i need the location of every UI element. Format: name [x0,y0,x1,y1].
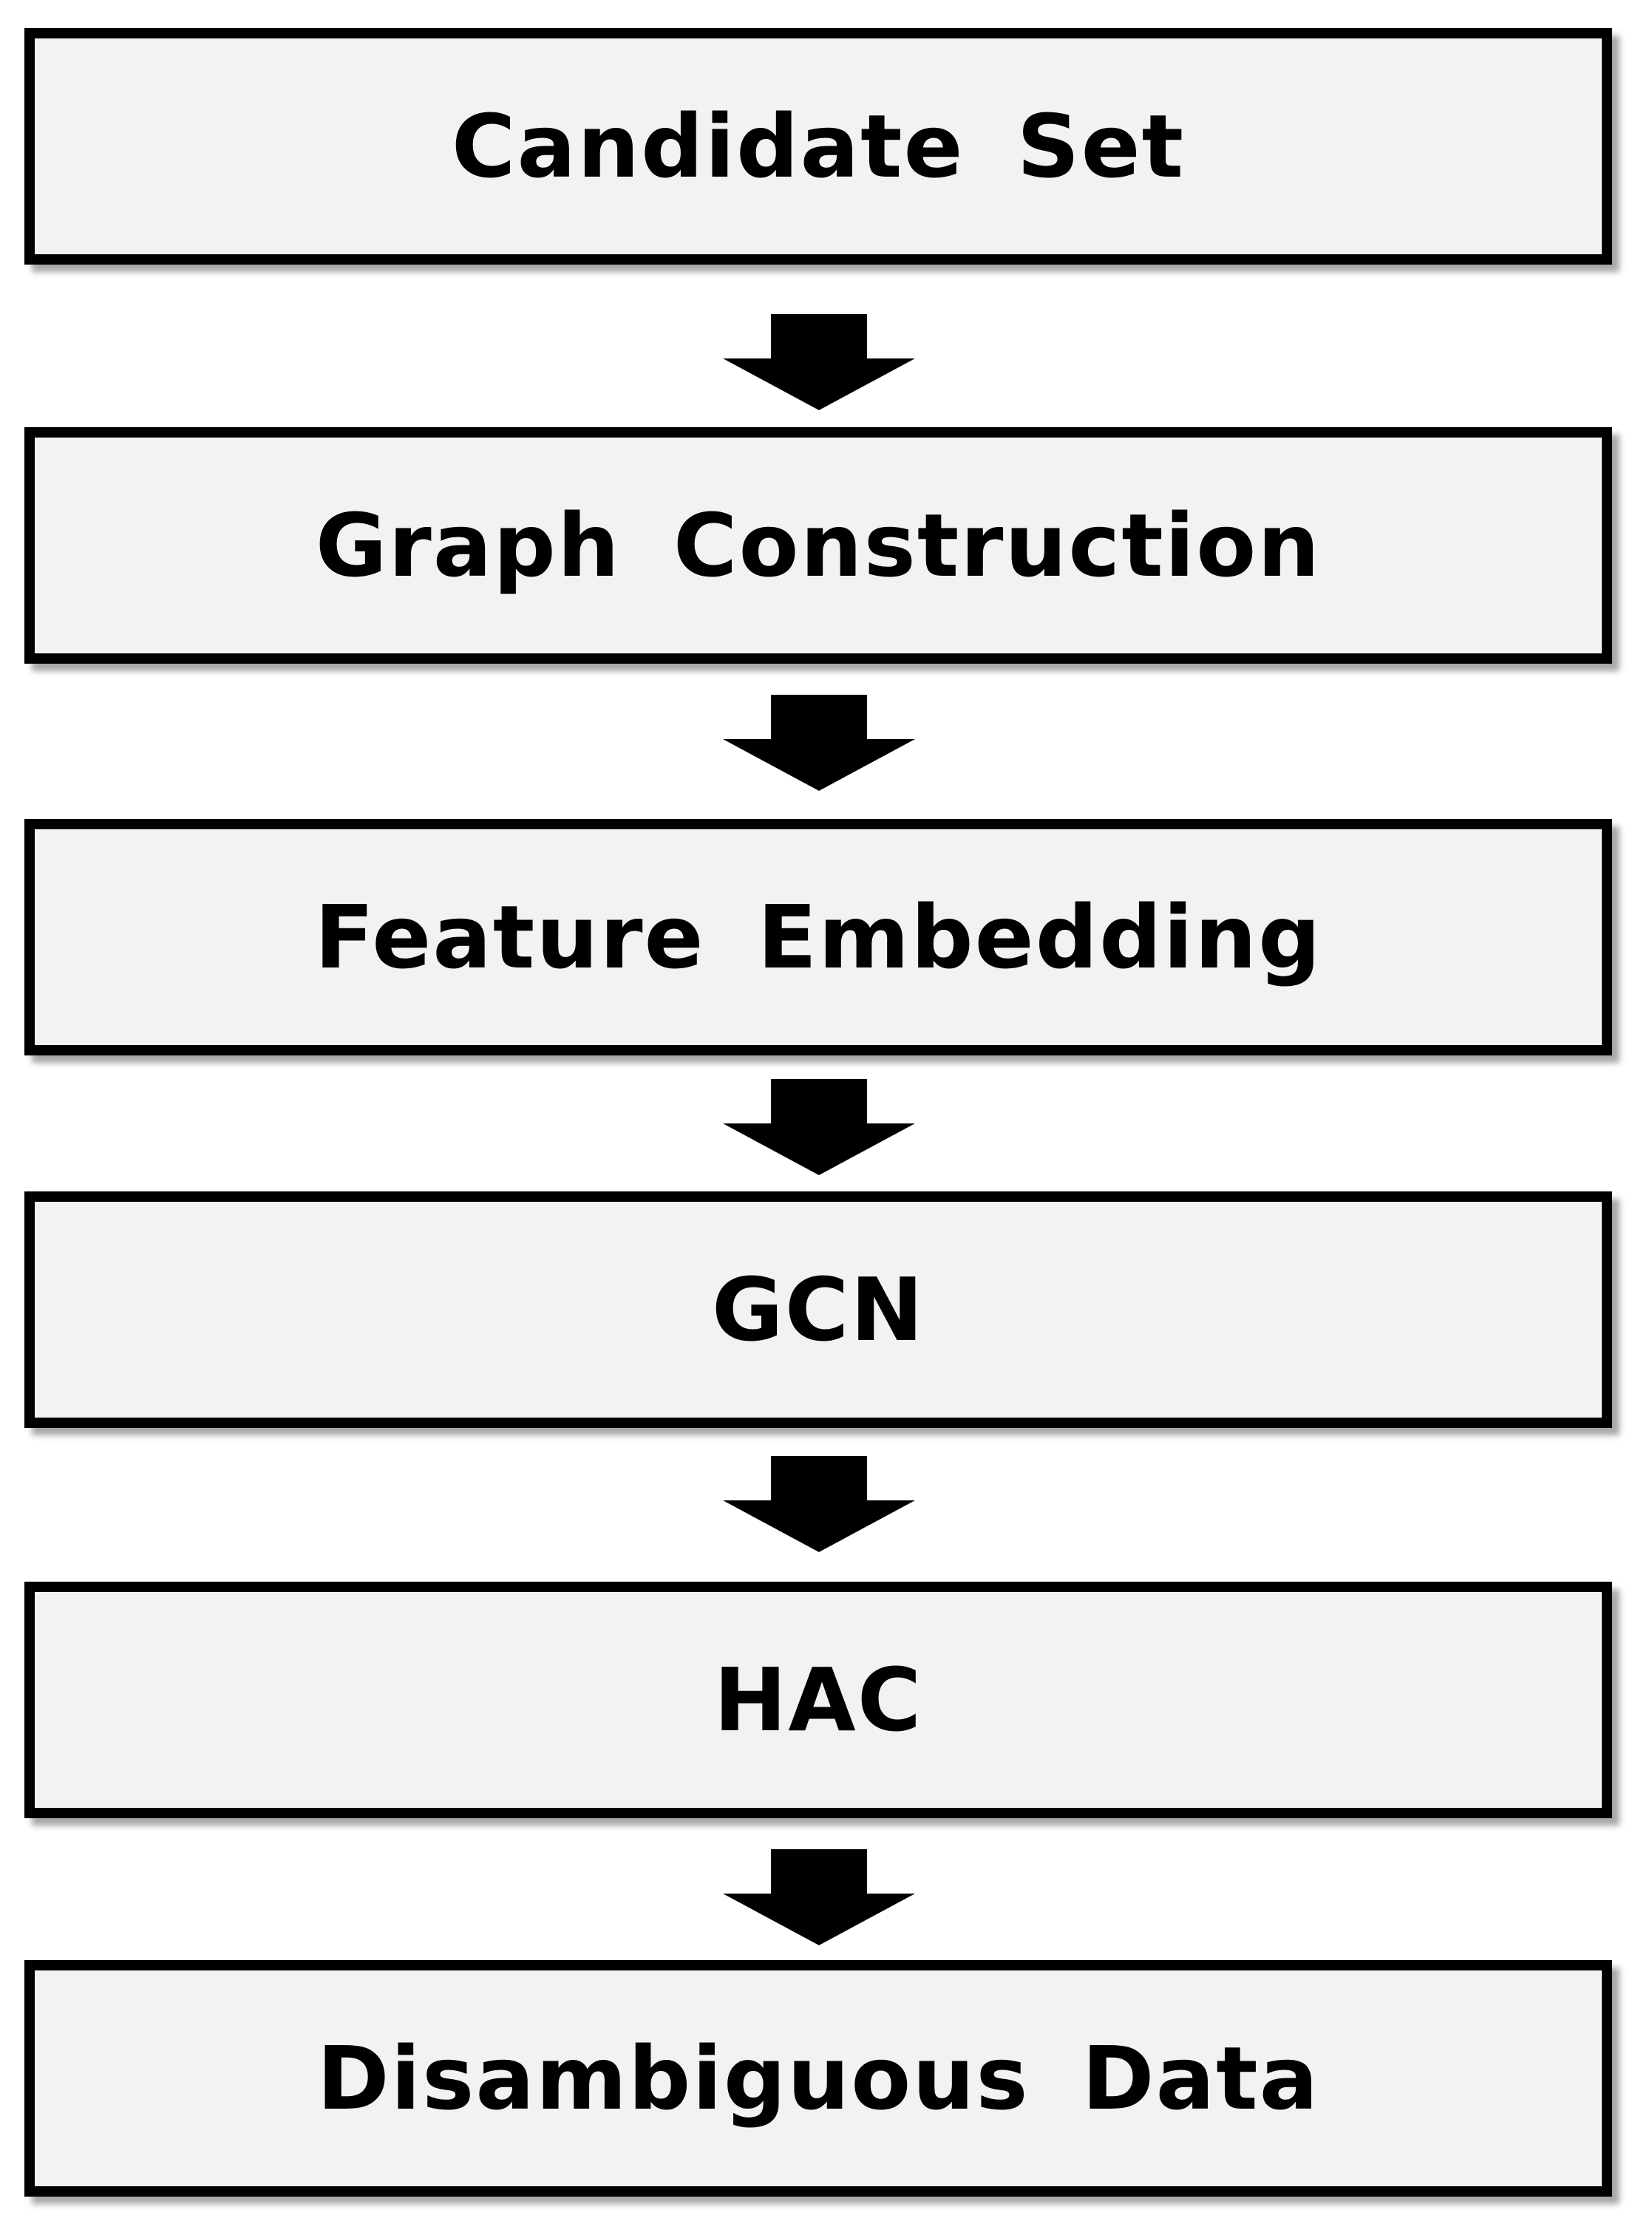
step-hac: HAC [24,1582,1612,1818]
step-graph-construction: Graph Construction [24,427,1612,664]
step-feature-embedding: Feature Embedding [24,819,1612,1055]
step-label: HAC [713,1649,923,1751]
step-disambiguous-data: Disambiguous Data [24,1960,1612,2197]
step-label: Candidate Set [451,95,1186,197]
step-label: Disambiguous Data [316,2027,1320,2129]
arrow-down-icon [723,1849,915,1945]
arrow-down-icon [723,314,915,410]
step-label: Feature Embedding [314,886,1322,988]
arrow-down-icon [723,1079,915,1175]
arrow-down-icon [723,1456,915,1552]
step-label: Graph Construction [315,494,1322,596]
step-gcn: GCN [24,1191,1612,1428]
step-candidate-set: Candidate Set [24,28,1612,265]
step-label: GCN [711,1259,925,1361]
arrow-down-icon [723,695,915,791]
